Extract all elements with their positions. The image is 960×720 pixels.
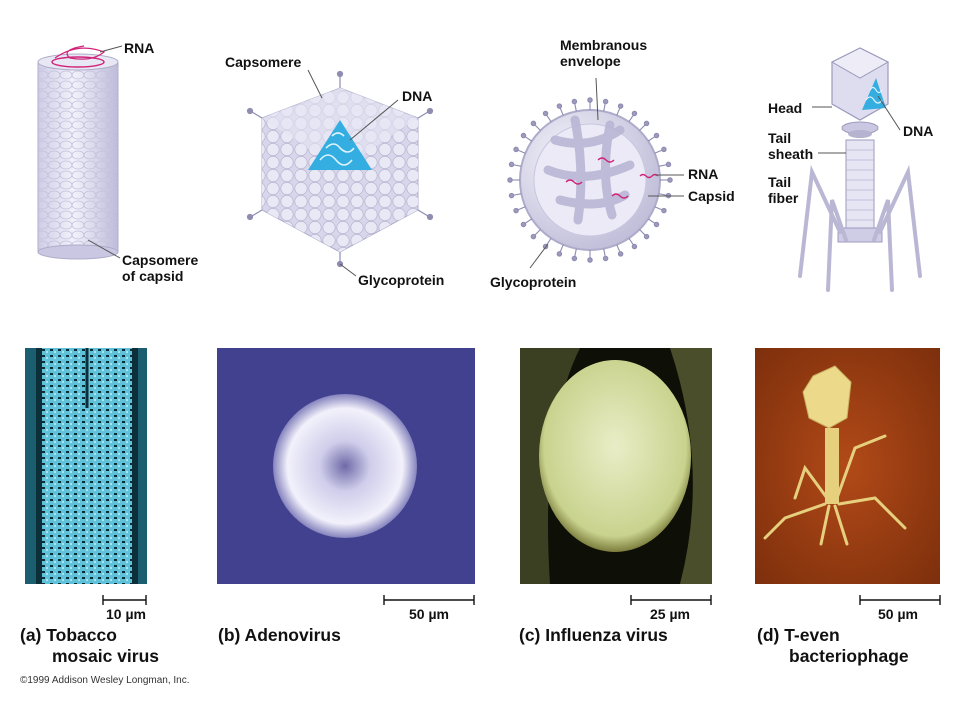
tmv-rna-helix (51, 56, 105, 68)
glycoprotein-knob (602, 98, 609, 105)
glycoprotein-knob (513, 146, 519, 153)
glycoprotein-knob (520, 221, 527, 228)
flu-capsid-label: Capsid (688, 188, 735, 204)
glycoprotein-knob (631, 110, 638, 117)
influenza-micrograph (520, 348, 712, 584)
tmv-drawing (37, 45, 123, 260)
scale-bar-lines (102, 595, 941, 605)
glycoprotein-knob (571, 98, 578, 105)
glycoprotein-knob (602, 255, 609, 262)
adeno-dna-label: DNA (402, 88, 433, 104)
copyright-notice: ©1999 Addison Wesley Longman, Inc. (20, 675, 190, 686)
virus-drawings (37, 45, 922, 292)
caption-a: (a) Tobacco mosaic virus (20, 625, 159, 666)
flu-rna-label: RNA (688, 166, 719, 182)
adenovirus-micrograph (217, 348, 475, 584)
glycoprotein-knob (508, 192, 515, 199)
phage-tail-fiber-label: Tail fiber (768, 174, 799, 206)
glycoprotein-knob (643, 233, 650, 240)
glycoprotein-knob (587, 257, 593, 263)
glycoprotein-knob (653, 132, 660, 139)
adeno-capsomere-label: Capsomere (225, 54, 302, 70)
flu-envelope-label: Membranous envelope (560, 37, 648, 69)
glycoprotein-knob (556, 251, 563, 257)
tmv-rna-label: RNA (124, 40, 155, 56)
caption-c: (c) Influenza virus (519, 625, 668, 645)
adeno-glycoprotein-label: Glycoprotein (358, 272, 445, 288)
flu-scale-label: 25 µm (650, 606, 690, 622)
caption-b: (b) Adenovirus (218, 625, 341, 645)
glycoprotein-knob (513, 207, 519, 214)
adeno-scale-label: 50 µm (409, 606, 449, 622)
glycoprotein-knob (617, 251, 624, 257)
bacteriophage-drawing (798, 47, 922, 292)
glycoprotein-knob (530, 120, 537, 127)
phage-scale-label: 50 µm (878, 606, 918, 622)
glycoprotein-knob (542, 110, 549, 117)
flu-glycoprotein-label: Glycoprotein (490, 274, 577, 290)
glycoprotein-knob (508, 161, 515, 168)
tmv-scale-label: 10 µm (106, 606, 146, 622)
phage-head-label: Head (768, 100, 803, 116)
glycoprotein-knob (617, 103, 624, 109)
glycoprotein-knob (631, 243, 638, 250)
adenovirus-drawing (246, 69, 434, 277)
glycoprotein-knob (571, 255, 578, 262)
glycoprotein-knob (643, 120, 650, 127)
tmv-micrograph (25, 348, 147, 584)
bacteriophage-micrograph (755, 348, 940, 584)
glycoprotein-knob (661, 207, 667, 214)
tmv-capsomere-label: Capsomere of capsid (122, 252, 199, 284)
glycoprotein-knob (665, 161, 672, 168)
glycoprotein-knob (667, 177, 673, 183)
flu-glycoprotein-spikes (507, 97, 673, 263)
glycoprotein-knob (653, 221, 660, 228)
glycoprotein-knob (661, 146, 667, 153)
phage-dna-label: DNA (903, 123, 934, 139)
adeno-dna-core (308, 120, 372, 170)
influenza-drawing (507, 77, 684, 269)
caption-d: (d) T-even bacteriophage (757, 625, 909, 666)
glycoprotein-knob (530, 233, 537, 240)
phage-tail-sheath-label: Tail sheath (768, 130, 814, 162)
glycoprotein-knob (520, 132, 527, 139)
glycoprotein-knob (507, 177, 513, 183)
glycoprotein-knob (587, 97, 593, 103)
glycoprotein-knob (556, 103, 563, 109)
